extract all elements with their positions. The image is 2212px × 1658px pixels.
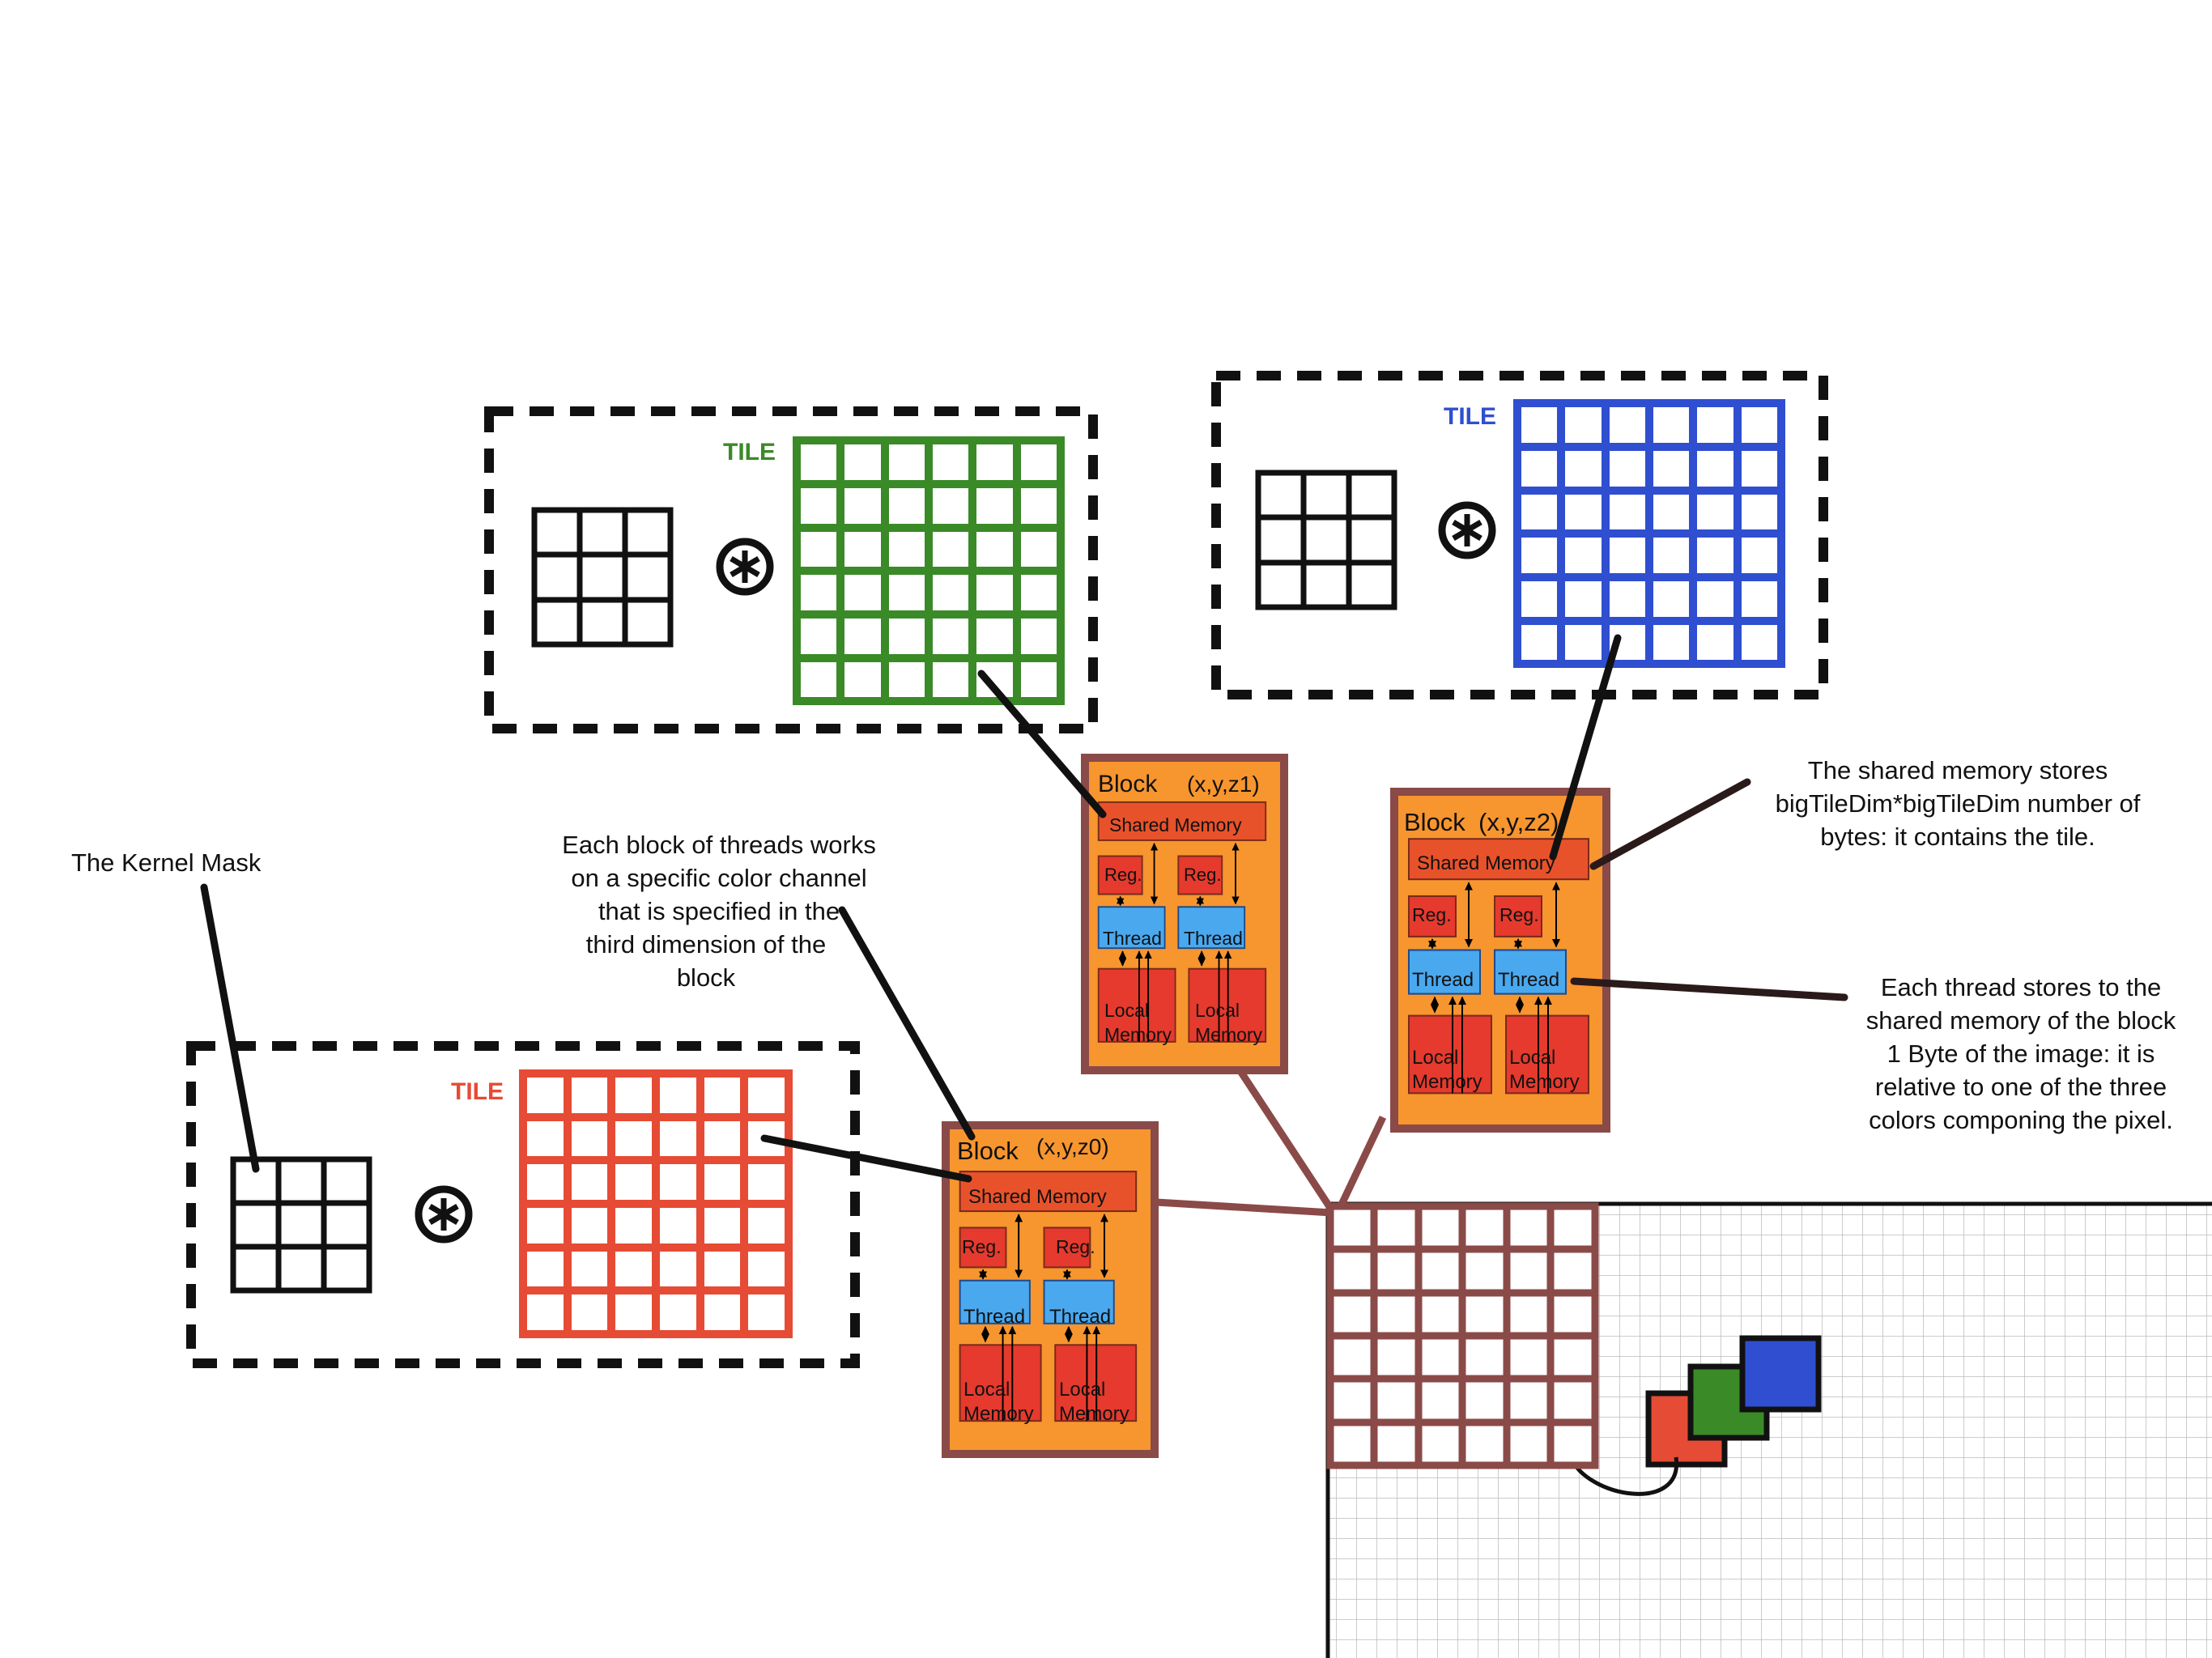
local-memory-label: Memory [963,1403,1034,1425]
leader-lines [200,634,1622,1183]
tile-grid-green [793,436,1065,705]
block-title: Block [1098,771,1158,797]
tile-grid-red [519,1069,793,1338]
thread-label: Thread [1498,969,1559,991]
local-memory-label: Memory [1059,1403,1129,1425]
local-memory-label: Memory [1509,1071,1580,1093]
thread-store-annotation: Each thread stores to the shared memory … [1866,973,2176,1134]
svg-text:The shared memory stores: The shared memory stores [1808,756,2108,784]
register-label: Reg. [1056,1236,1095,1257]
svg-text:on a specific color channel: on a specific color channel [571,864,866,892]
red-convolution-group: TILE [186,1041,860,1368]
block-connectors [1155,1066,1387,1217]
block-coords: (x,y,z2) [1478,808,1559,836]
kernel-mask-annotation: The Kernel Mask [71,848,262,877]
tile-label-green: TILE [723,439,776,466]
local-memory-label: Local [1412,1047,1458,1069]
tile-grid-blue [1513,399,1785,668]
thread-block-z1: Block (x,y,z1) Shared Memory Reg. Reg. T… [1081,754,1288,1074]
svg-text:1 Byte of the image: it is: 1 Byte of the image: it is [1887,1039,2155,1068]
svg-text:that is specified in the: that is specified in the [598,897,840,925]
svg-text:shared memory of the block: shared memory of the block [1866,1006,2176,1035]
local-memory-label: Memory [1104,1024,1172,1045]
block-channel-annotation: Each block of threads works on a specifi… [562,831,876,992]
block-coords: (x,y,z0) [1036,1134,1109,1159]
block-title: Block [957,1137,1019,1165]
svg-text:third dimension of the: third dimension of the [586,930,826,959]
image-tile-grid [1326,1202,1599,1469]
blue-convolution-group: TILE [1211,371,1828,699]
convolution-operator-icon [1438,501,1496,559]
register-label: Reg. [1104,865,1142,885]
local-memory-label: Local [1509,1047,1555,1069]
local-memory-label: Local [1195,1000,1240,1021]
thread-block-z0: Block (x,y,z0) Shared Memory Reg. Reg. T… [942,1121,1159,1458]
kernel-mask-red [230,1156,372,1294]
green-convolution-group: TILE [484,406,1098,733]
thread-label: Thread [1103,928,1162,949]
svg-text:block: block [677,963,736,992]
local-memory-label: Memory [1412,1071,1482,1093]
thread-label: Thread [1049,1306,1111,1328]
thread-block-z2: Block (x,y,z2) Shared Memory Reg. Reg. T… [1390,788,1610,1133]
annotation-connectors [1570,778,1848,1001]
convolution-operator-icon [415,1185,473,1244]
svg-text:Each block of threads works: Each block of threads works [562,831,876,859]
shared-memory-label: Shared Memory [1109,814,1242,835]
thread-label: Thread [1184,928,1243,949]
local-memory-label: Local [1059,1379,1105,1401]
local-memory-label: Local [963,1379,1010,1401]
register-label: Reg. [1184,865,1221,885]
svg-text:bytes: it contains the tile.: bytes: it contains the tile. [1820,823,2095,851]
shared-memory-annotation: The shared memory stores bigTileDim*bigT… [1776,756,2141,851]
kernel-mask-blue [1255,470,1397,610]
tile-label-red: TILE [451,1078,504,1105]
thread-label: Thread [963,1306,1025,1328]
local-memory-label: Memory [1195,1024,1263,1045]
rgb-pixel-icon [1568,1335,1822,1496]
convolution-operator-icon [716,538,774,596]
shared-memory-label: Shared Memory [1417,852,1555,874]
tile-label-blue: TILE [1444,403,1496,430]
svg-text:Each thread stores to the: Each thread stores to the [1881,973,2161,1001]
kernel-mask-green [531,507,674,648]
svg-text:relative to one of the three: relative to one of the three [1875,1073,2167,1101]
svg-text:bigTileDim*bigTileDim number o: bigTileDim*bigTileDim number of [1776,789,2141,818]
thread-label: Thread [1412,969,1474,991]
shared-memory-label: Shared Memory [968,1186,1107,1208]
register-label: Reg. [962,1236,1002,1257]
block-coords: (x,y,z1) [1187,772,1260,797]
register-label: Reg. [1412,904,1452,925]
register-label: Reg. [1499,904,1539,925]
local-memory-label: Local [1104,1000,1149,1021]
block-title: Block [1404,808,1465,836]
svg-text:colors componing the pixel.: colors componing the pixel. [1869,1106,2173,1134]
